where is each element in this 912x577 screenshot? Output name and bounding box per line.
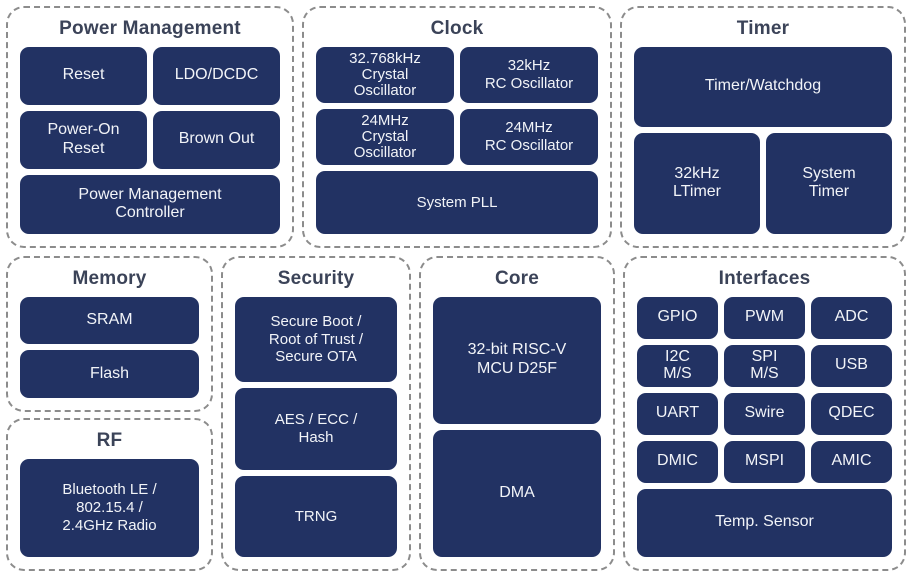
group-power-management: Power Management Reset LDO/DCDC Power-On… [6,6,294,248]
group-clock: Clock 32.768kHz Crystal Oscillator 32kHz… [302,6,612,248]
group-interfaces: Interfaces GPIO PWM ADC I2C M/S SPI M/S … [623,256,906,571]
diagram-row-top: Power Management Reset LDO/DCDC Power-On… [6,6,906,248]
group-title-timer: Timer [736,18,790,39]
group-memory-inner: Memory SRAM Flash [11,261,208,407]
interfaces-row-5: Temp. Sensor [637,488,892,557]
group-body-security: Secure Boot / Root of Trust / Secure OTA… [235,296,397,557]
block-qdec: QDEC [811,392,892,435]
timer-row-1: Timer/Watchdog [634,46,892,127]
group-title-clock: Clock [430,18,484,39]
interfaces-row-2: I2C M/S SPI M/S USB [637,344,892,387]
group-title-security: Security [277,268,355,289]
block-dmic: DMIC [637,440,718,483]
pm-row-2: Power-On Reset Brown Out [20,110,280,169]
block-system-pll: System PLL [316,170,598,234]
pm-row-1: Reset LDO/DCDC [20,46,280,105]
block-power-on-reset: Power-On Reset [20,110,147,169]
block-crystal-oscillator-24mhz: 24MHz Crystal Oscillator [316,108,454,165]
group-interfaces-inner: Interfaces GPIO PWM ADC I2C M/S SPI M/S … [628,261,901,566]
block-crystal-oscillator-32768khz: 32.768kHz Crystal Oscillator [316,46,454,103]
group-title-power-management: Power Management [59,18,241,39]
block-spi: SPI M/S [724,344,805,387]
group-memory: Memory SRAM Flash [6,256,213,412]
clock-row-1: 32.768kHz Crystal Oscillator 32kHz RC Os… [316,46,598,103]
group-title-rf: RF [96,430,123,451]
block-secure-boot: Secure Boot / Root of Trust / Secure OTA [235,296,397,383]
block-mspi: MSPI [724,440,805,483]
group-body-core: 32-bit RISC-V MCU D25F DMA [433,296,601,558]
group-rf-inner: RF Bluetooth LE / 802.15.4 / 2.4GHz Radi… [11,423,208,566]
block-i2c: I2C M/S [637,344,718,387]
group-security: Security Secure Boot / Root of Trust / S… [221,256,411,571]
block-riscv-cpu: 32-bit RISC-V MCU D25F [433,296,601,424]
diagram-row-bottom: Memory SRAM Flash RF Bluetooth LE / 802.… [6,256,906,571]
group-body-clock: 32.768kHz Crystal Oscillator 32kHz RC Os… [316,46,598,234]
group-title-memory: Memory [72,268,147,289]
group-core: Core 32-bit RISC-V MCU D25F DMA [419,256,615,571]
block-radio: Bluetooth LE / 802.15.4 / 2.4GHz Radio [20,458,199,557]
block-brown-out: Brown Out [153,110,280,169]
block-adc: ADC [811,296,892,339]
group-power-management-inner: Power Management Reset LDO/DCDC Power-On… [11,11,289,243]
block-sram: SRAM [20,296,199,345]
interfaces-row-1: GPIO PWM ADC [637,296,892,339]
block-swire: Swire [724,392,805,435]
block-timer-watchdog: Timer/Watchdog [634,46,892,127]
block-flash: Flash [20,350,199,398]
block-system-timer: System Timer [766,132,892,234]
block-power-management-controller: Power Management Controller [20,174,280,234]
block-ldo-dcdc: LDO/DCDC [153,46,280,105]
group-body-interfaces: GPIO PWM ADC I2C M/S SPI M/S USB UART Sw… [637,296,892,557]
group-body-timer: Timer/Watchdog 32kHz LTimer System Timer [634,46,892,234]
group-security-inner: Security Secure Boot / Root of Trust / S… [226,261,406,566]
group-body-memory: SRAM Flash [20,296,199,398]
interfaces-row-4: DMIC MSPI AMIC [637,440,892,483]
clock-row-3: System PLL [316,170,598,234]
block-ltimer-32khz: 32kHz LTimer [634,132,760,234]
block-gpio: GPIO [637,296,718,339]
group-clock-inner: Clock 32.768kHz Crystal Oscillator 32kHz… [307,11,607,243]
group-timer: Timer Timer/Watchdog 32kHz LTimer System… [620,6,906,248]
group-body-power-management: Reset LDO/DCDC Power-On Reset Brown Out … [20,46,280,234]
group-core-inner: Core 32-bit RISC-V MCU D25F DMA [424,261,610,566]
block-crypto-engine: AES / ECC / Hash [235,388,397,470]
block-trng: TRNG [235,475,397,557]
group-timer-inner: Timer Timer/Watchdog 32kHz LTimer System… [625,11,901,243]
block-rc-oscillator-24mhz: 24MHz RC Oscillator [460,108,598,165]
interfaces-row-3: UART Swire QDEC [637,392,892,435]
memory-rf-column: Memory SRAM Flash RF Bluetooth LE / 802.… [6,256,213,571]
block-dma: DMA [433,429,601,558]
pm-row-3: Power Management Controller [20,174,280,234]
timer-row-2: 32kHz LTimer System Timer [634,132,892,234]
block-rc-oscillator-32khz: 32kHz RC Oscillator [460,46,598,103]
block-temp-sensor: Temp. Sensor [637,488,892,557]
block-uart: UART [637,392,718,435]
block-pwm: PWM [724,296,805,339]
group-body-rf: Bluetooth LE / 802.15.4 / 2.4GHz Radio [20,458,199,557]
block-usb: USB [811,344,892,387]
block-reset: Reset [20,46,147,105]
group-rf: RF Bluetooth LE / 802.15.4 / 2.4GHz Radi… [6,418,213,571]
clock-row-2: 24MHz Crystal Oscillator 24MHz RC Oscill… [316,108,598,165]
group-title-core: Core [494,268,540,289]
block-amic: AMIC [811,440,892,483]
group-title-interfaces: Interfaces [718,268,811,289]
